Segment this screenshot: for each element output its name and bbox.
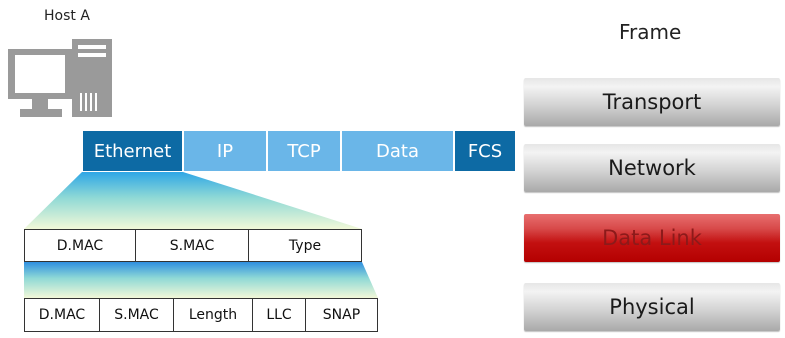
snap-field-llc: LLC bbox=[253, 299, 306, 331]
type-expansion-fan bbox=[24, 262, 378, 298]
layer-physical: Physical bbox=[524, 283, 780, 331]
frame-segment-data: Data bbox=[341, 130, 454, 172]
snap-field-snap: SNAP bbox=[322, 307, 361, 323]
snap-field-length: Length bbox=[174, 299, 253, 331]
layer-transport: Transport bbox=[524, 78, 780, 126]
snap-field-dmac: D.MAC bbox=[25, 299, 100, 331]
layer-network: Network bbox=[524, 144, 780, 192]
ethernet-frame: Ethernet IP TCP Data FCS bbox=[82, 130, 516, 172]
snap-field-smac: S.MAC bbox=[100, 299, 174, 331]
field-type: Type bbox=[288, 237, 322, 254]
frame-segment-fcs: FCS bbox=[454, 130, 516, 172]
frame-segment-ethernet: Ethernet bbox=[82, 130, 183, 172]
layers-title: Frame bbox=[619, 20, 682, 44]
ethernet-header-fields: D.MAC S.MAC Type bbox=[24, 229, 362, 262]
frame-segment-tcp: TCP bbox=[267, 130, 341, 172]
host-label: Host A bbox=[44, 8, 90, 24]
field-dmac: D.MAC bbox=[25, 230, 136, 261]
layer-data-link: Data Link bbox=[524, 214, 780, 262]
ethernet-expansion-fan bbox=[24, 172, 362, 229]
desktop-computer-icon bbox=[8, 39, 112, 117]
field-smac: S.MAC bbox=[136, 230, 249, 261]
frame-segment-ip: IP bbox=[183, 130, 267, 172]
snap-header-fields: D.MAC S.MAC Length LLC SNAP bbox=[24, 298, 378, 332]
